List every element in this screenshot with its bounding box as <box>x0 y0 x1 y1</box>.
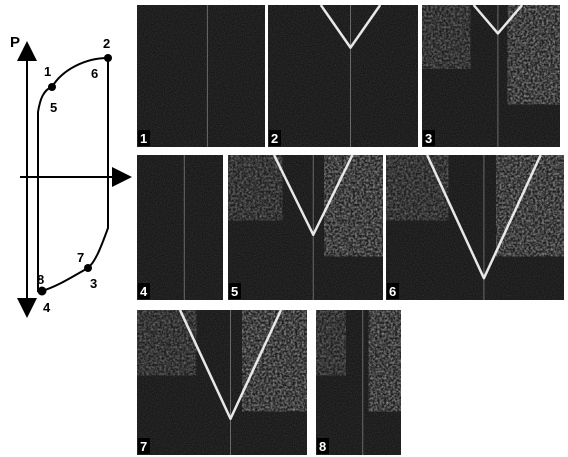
loop-curve <box>37 56 109 292</box>
panel-tag-background <box>138 283 150 299</box>
panel-bright-region-left <box>422 5 471 69</box>
micrograph-panel-4: 4 <box>137 155 223 300</box>
micrograph-panel-7: 7 <box>137 310 307 455</box>
loop-label-2: 2 <box>103 36 110 51</box>
loop-label-6: 6 <box>91 66 98 81</box>
panel-bright-region <box>368 310 401 412</box>
loop-point-2-6 <box>104 54 112 62</box>
panel-label-8: 8 <box>319 439 326 454</box>
hysteresis-loop-diagram: P 1 2 3 4 5 6 7 8 <box>10 34 132 318</box>
panel-tag-background <box>387 283 399 299</box>
panel-texture <box>137 5 265 147</box>
panel-label-6: 6 <box>389 284 396 299</box>
panel-bright-region <box>242 310 307 412</box>
micrograph-panel-2: 2 <box>268 5 418 147</box>
micrograph-panel-6: 6 <box>386 155 564 300</box>
loop-point-4-8 <box>37 286 47 296</box>
loop-point-3-7 <box>84 264 92 272</box>
loop-label-1: 1 <box>44 64 51 79</box>
panel-label-7: 7 <box>140 439 147 454</box>
micrograph-panel-3: 3 <box>422 5 560 147</box>
panel-bright-region <box>496 155 564 257</box>
panel-tag-background <box>138 438 150 454</box>
panel-tag-background <box>423 130 435 146</box>
micrograph-panel-1: 1 <box>137 5 265 147</box>
domain-wall-v <box>472 5 524 35</box>
domain-wall-v <box>425 155 542 280</box>
loop-label-7: 7 <box>77 250 84 265</box>
domain-wall-v <box>178 310 283 420</box>
panel-label-3: 3 <box>425 131 432 146</box>
panel-bright-region <box>324 155 383 257</box>
panel-texture <box>137 155 223 300</box>
micrograph-panel-8: 8 <box>316 310 401 455</box>
loop-label-5: 5 <box>50 100 57 115</box>
panel-bright-region-left <box>228 155 283 221</box>
panel-tag-background <box>317 438 329 454</box>
loop-label-3: 3 <box>90 276 97 291</box>
panel-tag-background <box>229 283 241 299</box>
panel-bright-region-left <box>137 310 197 376</box>
loop-label-8: 8 <box>37 272 44 287</box>
panel-label-4: 4 <box>140 284 148 299</box>
domain-wall-v <box>272 155 354 236</box>
panel-texture <box>268 5 418 147</box>
loop-label-4: 4 <box>43 300 51 315</box>
loop-point-1-5 <box>48 83 56 91</box>
p-axis-label: P <box>10 34 20 51</box>
micrograph-panel-5: 5 <box>228 155 383 300</box>
panel-tag-background <box>269 130 281 146</box>
panel-bright-region-left <box>386 155 449 221</box>
panel-bright-region-left <box>316 310 346 376</box>
domain-wall-v <box>319 5 382 49</box>
panel-label-1: 1 <box>140 131 147 146</box>
panel-label-2: 2 <box>271 131 278 146</box>
micrograph-panels: 1 2 3 4 5 6 7 8 <box>137 5 564 455</box>
panel-tag-background <box>138 130 150 146</box>
panel-bright-region <box>507 5 560 105</box>
panel-label-5: 5 <box>231 284 238 299</box>
